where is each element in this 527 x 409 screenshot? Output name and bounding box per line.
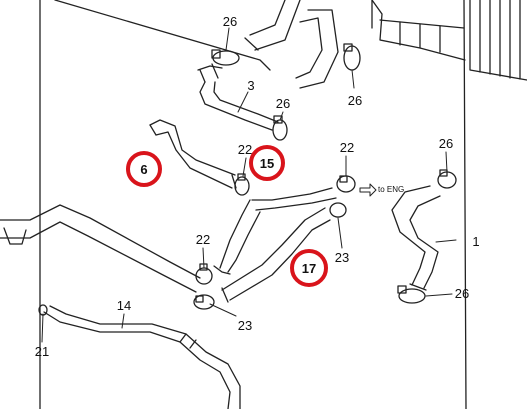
- label-26-hose-3: 26: [276, 96, 290, 111]
- label-22-lower: 22: [196, 232, 210, 247]
- label-3: 3: [247, 78, 254, 93]
- label-1: 1: [472, 234, 479, 249]
- label-23-lower: 23: [238, 318, 252, 333]
- highlight-15: 15: [249, 145, 285, 181]
- clamp-hose-1-top: [437, 169, 457, 189]
- label-6: 6: [140, 162, 147, 177]
- highlight-ring-15: [249, 145, 285, 181]
- pipe-left: [0, 204, 201, 293]
- clamp-hose-1-bottom: [397, 285, 426, 304]
- highlight-ring-17: [290, 249, 328, 287]
- hose-upper: [244, 0, 339, 89]
- clamp-top-center: [211, 49, 240, 66]
- label-26-top-center: 26: [223, 14, 237, 29]
- clamp-23-right: [329, 202, 347, 218]
- hose-3: [197, 63, 279, 131]
- clamp-23-lower: [193, 294, 215, 310]
- hose-1: [391, 185, 441, 291]
- highlight-6: 6: [126, 151, 162, 187]
- hose-15: [213, 187, 337, 275]
- label-26-bottom-right: 26: [455, 286, 469, 301]
- frame-line-right: [463, 0, 467, 409]
- radiator-corner: [371, 0, 527, 81]
- clamp-22-upper: [234, 173, 250, 196]
- label-21: 21: [35, 344, 49, 359]
- label-17: 17: [302, 261, 316, 276]
- highlight-ring-6: [126, 151, 162, 187]
- hose-6: [149, 119, 237, 189]
- clamp-22-right: [336, 175, 356, 193]
- label-23-right: 23: [335, 250, 349, 265]
- frame-line-diagonal: [54, 0, 271, 71]
- label-26-hose-1: 26: [439, 136, 453, 151]
- to-eng-note: to ENG: [378, 185, 404, 194]
- highlight-17: 17: [290, 249, 328, 287]
- label-14: 14: [117, 298, 131, 313]
- label-22-upper: 22: [238, 142, 252, 157]
- hose-17: [221, 207, 331, 303]
- label-26-top-right: 26: [348, 93, 362, 108]
- pipe-14: [43, 305, 241, 409]
- arrow-to-eng: [359, 183, 377, 197]
- label-22-right: 22: [340, 140, 354, 155]
- leader-lines: [41, 27, 457, 343]
- clamp-top-right: [343, 43, 361, 71]
- label-15: 15: [260, 156, 274, 171]
